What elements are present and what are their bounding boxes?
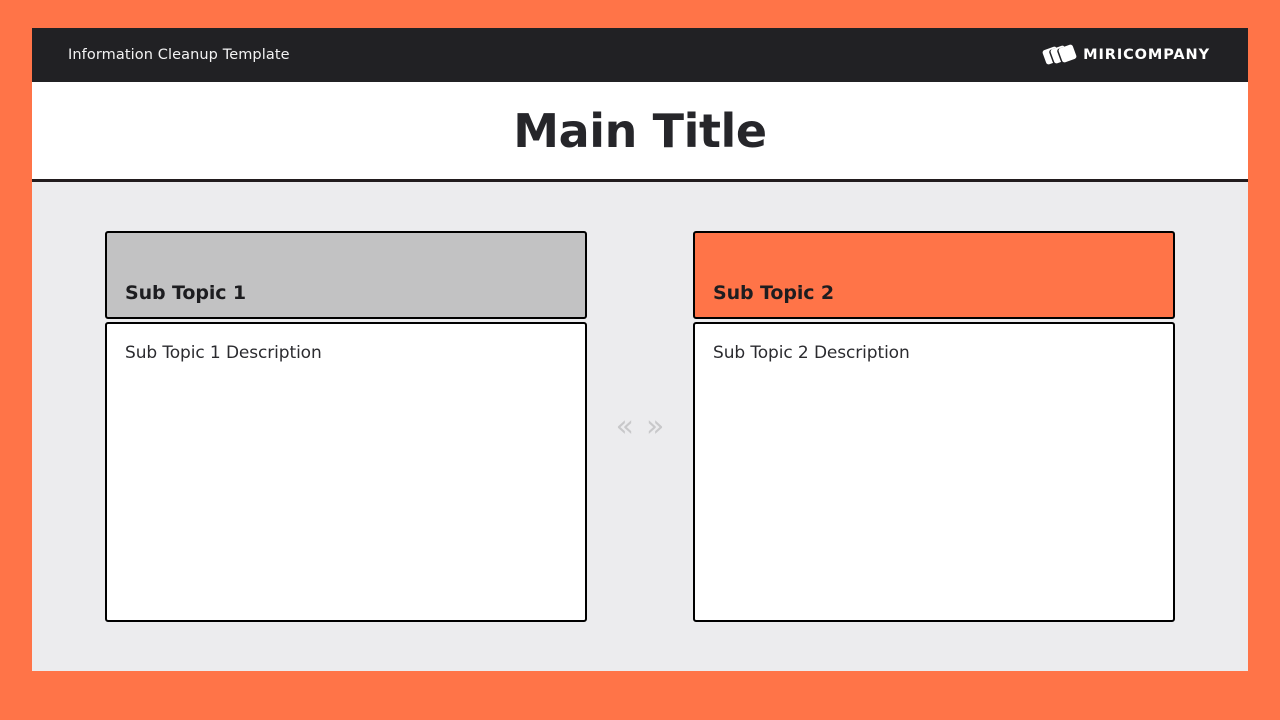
title-band: Main Title xyxy=(32,82,1248,182)
slide-body: Sub Topic 1 Sub Topic 1 Description « » … xyxy=(32,182,1248,671)
sub-topic-2-header[interactable]: Sub Topic 2 xyxy=(693,231,1175,319)
double-chevron-right-icon: » xyxy=(646,408,665,444)
page-title: Main Title xyxy=(513,103,767,158)
overlapping-squares-logo-icon xyxy=(1042,43,1078,66)
template-name-label: Information Cleanup Template xyxy=(68,47,290,63)
column-sub-topic-1[interactable]: Sub Topic 1 Sub Topic 1 Description xyxy=(105,231,587,622)
double-chevron-left-icon: « xyxy=(615,408,634,444)
sub-topic-1-description: Sub Topic 1 Description xyxy=(125,343,322,363)
sub-topic-1-header[interactable]: Sub Topic 1 xyxy=(105,231,587,319)
brand-name-label: MIRICOMPANY xyxy=(1083,47,1210,63)
sub-topic-1-title: Sub Topic 1 xyxy=(125,282,247,304)
brand-logo: MIRICOMPANY xyxy=(1042,43,1228,66)
slide-topbar: Information Cleanup Template MIRICOMPANY xyxy=(32,28,1248,82)
sub-topic-2-title: Sub Topic 2 xyxy=(713,282,835,304)
sub-topic-2-description: Sub Topic 2 Description xyxy=(713,343,910,363)
columns-container: Sub Topic 1 Sub Topic 1 Description « » … xyxy=(92,231,1188,622)
slide-canvas: Information Cleanup Template MIRICOMPANY… xyxy=(32,28,1248,671)
column-sub-topic-2[interactable]: Sub Topic 2 Sub Topic 2 Description xyxy=(693,231,1175,622)
sub-topic-1-body[interactable]: Sub Topic 1 Description xyxy=(105,322,587,622)
column-connector: « » xyxy=(587,408,693,444)
sub-topic-2-body[interactable]: Sub Topic 2 Description xyxy=(693,322,1175,622)
